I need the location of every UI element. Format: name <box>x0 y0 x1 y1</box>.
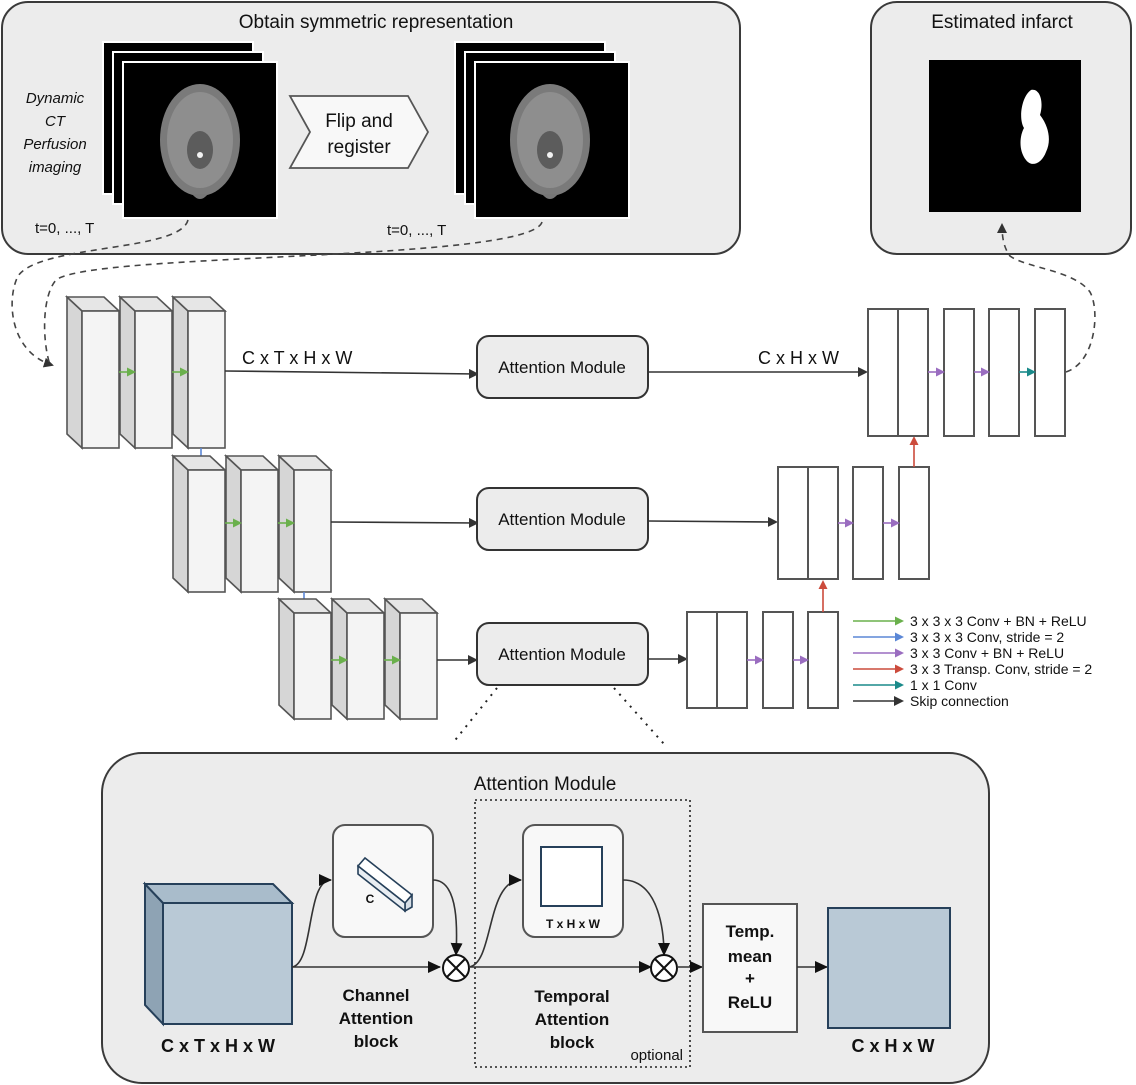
flip-label-line-1: Flip and <box>325 111 393 132</box>
multiply-node-temporal <box>650 954 678 982</box>
input-feature-cube <box>142 881 295 1027</box>
temporal-dim-label: T x H x W <box>546 917 601 931</box>
flip-register-step: Flip and register <box>288 95 430 169</box>
channel-attention-box: C <box>332 824 434 938</box>
temp-mean-line-2: mean <box>728 947 772 966</box>
legend-label-1: 3 x 3 x 3 Conv + BN + ReLU <box>910 613 1087 629</box>
attention-module-3[interactable]: Attention Module <box>476 622 649 686</box>
channel-block-line-3: block <box>354 1032 399 1051</box>
decoder-level-1 <box>867 308 1066 437</box>
dashed-link-registered <box>43 221 543 366</box>
legend-label-2: 3 x 3 x 3 Conv, stride = 2 <box>910 629 1064 645</box>
ct-label-line-1: Dynamic <box>26 90 85 107</box>
zoom-line-left <box>451 687 498 745</box>
encoder-level-2 <box>170 454 334 594</box>
attention-module-1[interactable]: Attention Module <box>476 335 649 399</box>
dashed-link-output <box>997 223 1096 373</box>
temporal-block-line-1: Temporal <box>534 987 609 1006</box>
optional-label: optional <box>630 1047 683 1064</box>
ct-input-label: Dynamic CT Perfusion imaging <box>23 90 86 176</box>
skip-dims-label-left: C x T x H x W <box>242 348 352 368</box>
skip-connection-1a <box>224 368 479 379</box>
temporal-attention-box: T x H x W <box>522 824 624 938</box>
input-dims-label: C x T x H x W <box>161 1036 275 1056</box>
channel-dim-label: C <box>366 892 375 906</box>
skip-connection-2a <box>330 517 479 528</box>
symmetric-representation-panel: Obtain symmetric representation Dynamic … <box>1 1 741 255</box>
time-label-right: t=0, ..., T <box>387 222 446 239</box>
ct-label-line-2: CT <box>45 113 67 130</box>
dashed-link-input <box>11 219 189 368</box>
infarct-region <box>1020 89 1049 164</box>
infarct-panel-title: Estimated infarct <box>931 12 1073 33</box>
encoder-level-1 <box>64 295 228 450</box>
infarct-mask-image <box>929 60 1081 212</box>
channel-block-line-2: Attention <box>339 1009 414 1028</box>
multiply-node-channel <box>442 954 470 982</box>
decoder-level-2 <box>777 466 930 580</box>
output-feature-square <box>827 907 951 1029</box>
flip-label-line-2: register <box>327 137 391 158</box>
zoom-line-right <box>613 687 665 745</box>
attention-module-2-label: Attention Module <box>498 510 626 529</box>
temp-mean-line-4: ReLU <box>728 993 772 1012</box>
ct-image-stack-registered <box>454 41 630 219</box>
temporal-block-line-3: block <box>550 1033 595 1052</box>
decoder-level-3 <box>686 611 839 709</box>
estimated-infarct-panel: Estimated infarct <box>870 1 1132 255</box>
temp-mean-line-1: Temp. <box>726 922 775 941</box>
ct-image-stack-input <box>102 41 278 219</box>
legend-label-3: 3 x 3 Conv + BN + ReLU <box>910 645 1064 661</box>
channel-block-line-1: Channel <box>342 986 409 1005</box>
temp-mean-line-3: + <box>745 969 755 988</box>
skip-dims-label-right: C x H x W <box>758 348 839 368</box>
temporal-block-line-2: Attention <box>535 1010 610 1029</box>
attention-module-3-label: Attention Module <box>498 645 626 664</box>
temporal-mean-relu-box: Temp. mean + ReLU <box>702 903 798 1033</box>
attention-module-1-label: Attention Module <box>498 358 626 377</box>
attention-module-detail: Attention Module C x T x H x W C Channel… <box>101 752 990 1084</box>
legend-label-4: 3 x 3 Transp. Conv, stride = 2 <box>910 661 1092 677</box>
ct-label-line-4: imaging <box>29 159 82 176</box>
output-dims-label: C x H x W <box>851 1036 934 1056</box>
legend-label-6: Skip connection <box>910 693 1009 709</box>
ct-label-line-3: Perfusion <box>23 136 86 153</box>
symmetric-panel-title: Obtain symmetric representation <box>239 12 514 33</box>
detail-title: Attention Module <box>474 774 617 795</box>
encoder-level-3 <box>276 597 440 721</box>
legend: 3 x 3 x 3 Conv + BN + ReLU 3 x 3 x 3 Con… <box>853 613 1092 709</box>
legend-label-5: 1 x 1 Conv <box>910 677 977 693</box>
skip-connection-2b <box>647 516 778 527</box>
optional-temporal-region <box>474 799 691 1068</box>
attention-module-2[interactable]: Attention Module <box>476 487 649 551</box>
time-label-left: t=0, ..., T <box>35 220 94 237</box>
